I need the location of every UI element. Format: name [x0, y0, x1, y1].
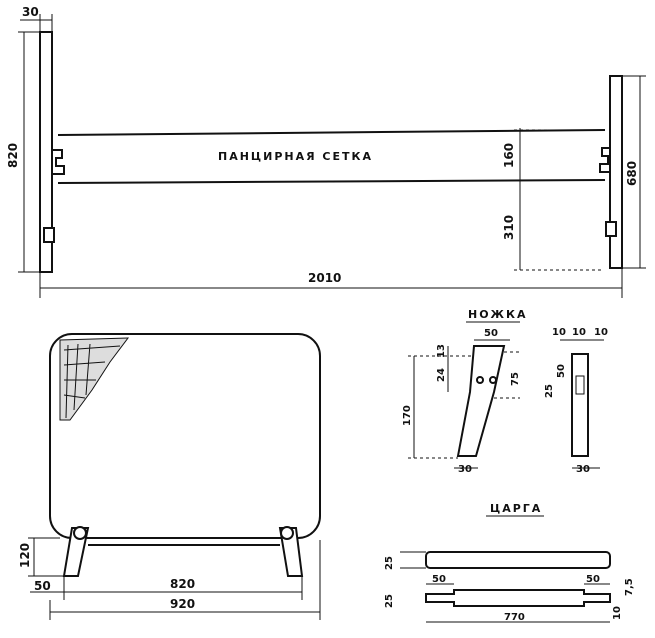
rail-top	[425, 551, 611, 569]
rail-label-10: 10	[612, 606, 623, 620]
dim-label-160: 160	[502, 143, 516, 168]
left-post-tenon	[43, 227, 55, 243]
leg-side-label-30: 30	[576, 464, 590, 475]
leg-detail: НОЖКА 50 13 24 75 170 30 10 10 10 50 25 …	[402, 308, 608, 475]
leg-side-label-25: 25	[544, 384, 555, 398]
leg-label-50: 50	[484, 328, 498, 339]
mesh-label: ПАНЦИРНАЯ СЕТКА	[218, 150, 373, 163]
leg-front	[456, 345, 506, 457]
dim-label-2010: 2010	[308, 271, 341, 285]
leg-hole-2	[489, 376, 497, 384]
leg-label-30: 30	[458, 464, 472, 475]
left-bolt	[73, 526, 87, 540]
right-post	[609, 75, 623, 269]
rail-title: ЦАРГА	[490, 502, 542, 515]
dim-label-120: 120	[18, 543, 32, 568]
leg-label-170: 170	[402, 405, 413, 426]
dim-label-920: 920	[170, 597, 195, 611]
leg-side-label-50: 50	[556, 364, 567, 378]
headboard-panel	[49, 333, 321, 539]
rail-bottom	[425, 589, 611, 607]
leg-title: НОЖКА	[468, 308, 528, 321]
leg-label-24: 24	[436, 368, 447, 382]
mesh-bottom-edge	[57, 179, 606, 184]
dim-label-820: 820	[6, 143, 20, 168]
mesh-top-edge	[57, 129, 606, 136]
rail-label-770: 770	[504, 612, 525, 623]
rail-detail: ЦАРГА 25 25 50 50 770 7,5 10	[384, 502, 635, 623]
bed-side-view: ПАНЦИРНАЯ СЕТКА 30 820 2010 160 310 680	[6, 5, 646, 298]
wood-grain	[63, 343, 121, 419]
dim-label-30: 30	[22, 5, 39, 19]
rail-label-25a: 25	[384, 556, 395, 570]
leg-side	[571, 353, 589, 457]
leg-side-label-a: 10	[552, 327, 566, 338]
leg-side-label-b: 10	[572, 327, 586, 338]
dim-label-820b: 820	[170, 577, 195, 591]
rail-label-75: 7,5	[624, 578, 635, 596]
leg-label-75: 75	[510, 372, 521, 386]
right-post-tenon	[605, 221, 617, 237]
leg-side-label-c: 10	[594, 327, 608, 338]
dim-label-50: 50	[34, 579, 51, 593]
left-hook	[52, 149, 65, 175]
dim-label-680: 680	[625, 161, 639, 186]
rail-label-50b: 50	[586, 574, 600, 585]
right-hook	[599, 147, 610, 173]
leg-hole-1	[476, 376, 484, 384]
dim-label-310: 310	[502, 215, 516, 240]
rail-label-50a: 50	[432, 574, 446, 585]
left-post	[39, 31, 53, 273]
right-bolt	[280, 526, 294, 540]
leg-side-slot	[575, 375, 585, 395]
leg-label-13: 13	[436, 344, 447, 358]
headboard-view: 120 50 820 920	[18, 333, 321, 620]
rail-label-25b: 25	[384, 594, 395, 608]
